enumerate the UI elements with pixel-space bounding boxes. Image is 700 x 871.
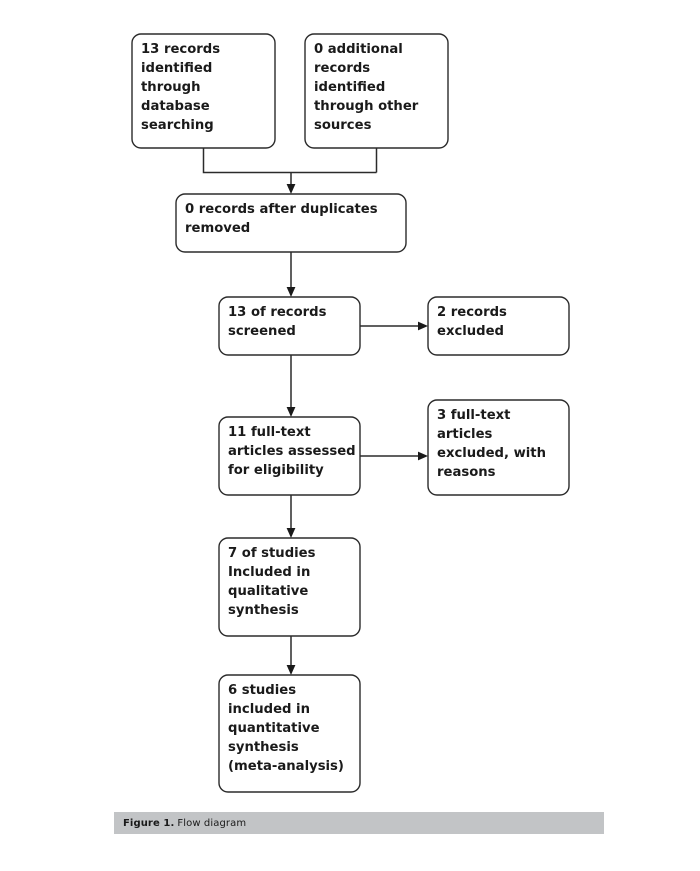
node-box-database-searching <box>131 33 276 149</box>
node-label-records-excluded: 2 records excluded <box>437 305 511 339</box>
figure-caption-bar: Figure 1.Flow diagram <box>114 812 604 834</box>
node-fulltext-excluded[interactable]: 3 full-text articles excluded, with reas… <box>427 399 570 496</box>
node-duplicates-removed[interactable]: 0 records after duplicates removed <box>175 193 407 253</box>
arrowhead-screened-to-fulltext <box>286 407 296 417</box>
node-label-fulltext-assessed: 11 full-text articles assessed for eligi… <box>228 425 360 478</box>
node-box-fulltext-excluded <box>427 399 570 496</box>
arrowhead-qualitative-to-quantitative <box>286 665 296 675</box>
node-box-fulltext-assessed <box>218 416 361 496</box>
arrowhead-merge-to-duplicates <box>286 184 296 194</box>
arrowhead-fulltext-to-qualitative <box>286 528 296 538</box>
arrowhead-screened-to-excluded <box>418 321 428 331</box>
node-records-excluded[interactable]: 2 records excluded <box>427 296 570 356</box>
figure-caption-label: Figure 1. <box>123 817 175 829</box>
figure-caption-body: Flow diagram <box>177 817 247 829</box>
node-label-duplicates-removed: 0 records after duplicates removed <box>185 202 382 236</box>
arrowhead-duplicates-to-screened <box>286 287 296 297</box>
connector-database-to-merge <box>202 148 377 174</box>
node-quantitative-synthesis[interactable]: 6 studies included in quantitative synth… <box>218 674 361 793</box>
node-label-fulltext-excluded: 3 full-text articles excluded, with reas… <box>437 408 551 480</box>
node-box-other-sources <box>304 33 449 149</box>
node-fulltext-assessed[interactable]: 11 full-text articles assessed for eligi… <box>218 416 361 496</box>
node-label-qualitative-synthesis: 7 of studies Included in qualitative syn… <box>228 546 320 618</box>
node-box-records-excluded <box>427 296 570 356</box>
node-box-duplicates-removed <box>175 193 407 253</box>
node-box-records-screened <box>218 296 361 356</box>
node-database-searching[interactable]: 13 records identified through database s… <box>131 33 276 149</box>
node-label-quantitative-synthesis: 6 studies included in quantitative synth… <box>228 683 344 774</box>
node-label-records-screened: 13 of records screened <box>228 305 331 339</box>
arrowhead-fulltext-to-excluded <box>418 451 428 461</box>
node-qualitative-synthesis[interactable]: 7 of studies Included in qualitative syn… <box>218 537 361 637</box>
node-box-quantitative-synthesis <box>218 674 361 793</box>
connector-layer <box>202 148 428 675</box>
node-box-qualitative-synthesis <box>218 537 361 637</box>
node-records-screened[interactable]: 13 of records screened <box>218 296 361 356</box>
figure-caption: Figure 1.Flow diagram <box>114 818 246 829</box>
node-label-other-sources: 0 additional records identified through … <box>314 42 423 133</box>
prisma-flow-diagram: 13 records identified through database s… <box>131 33 570 793</box>
node-label-database-searching: 13 records identified through database s… <box>141 42 225 133</box>
node-other-sources[interactable]: 0 additional records identified through … <box>304 33 449 149</box>
